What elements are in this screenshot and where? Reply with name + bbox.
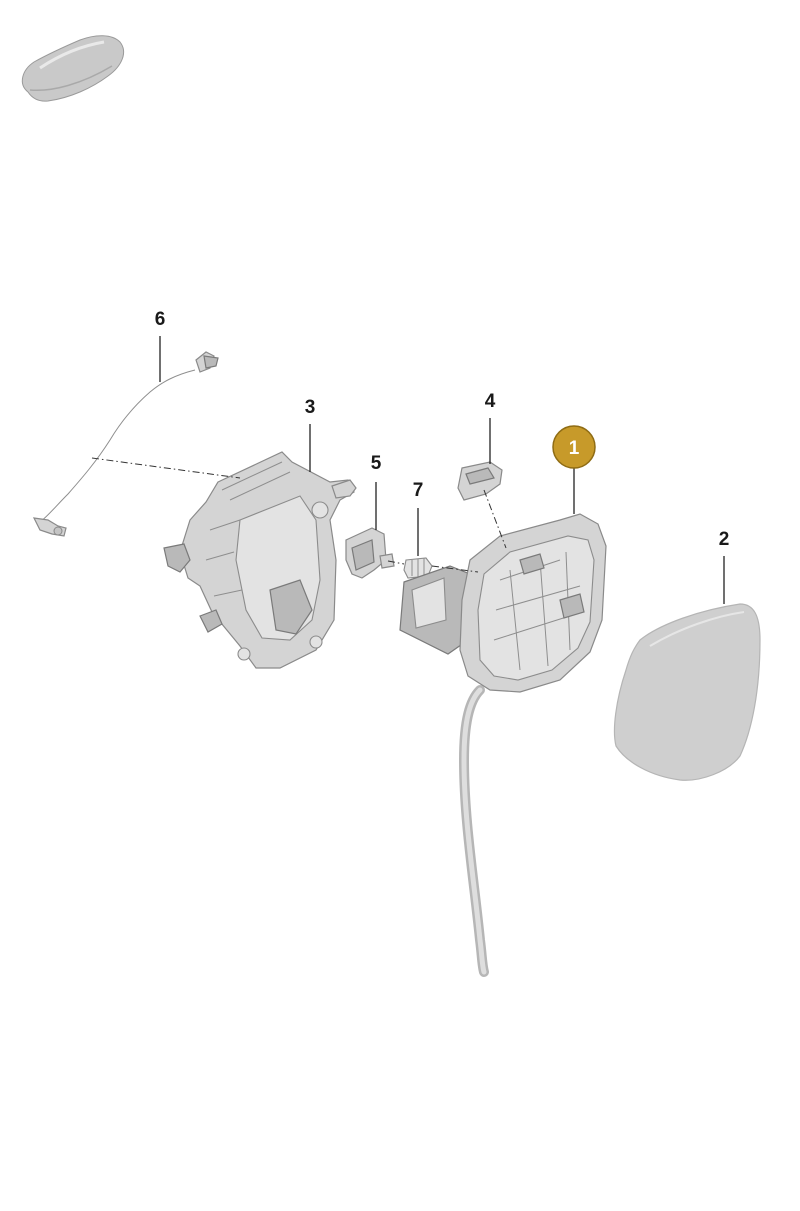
callout-4[interactable]: 4 [485,391,496,412]
callout-6[interactable]: 6 [155,309,166,330]
callout-4-label: 4 [485,391,496,412]
assembly-lines [91,457,507,573]
leader-lines [159,336,725,604]
callout-1-label: 1 [569,438,580,459]
callout-1[interactable]: 1 [552,425,596,469]
part-6-release-cable[interactable] [32,351,219,537]
callout-1-badge [552,425,596,469]
callout-2-label: 2 [719,529,730,550]
callout-2[interactable]: 2 [719,529,730,550]
car-silhouette-icon[interactable] [21,35,124,102]
part-1-charge-port-housing[interactable] [399,513,607,977]
part-4-clip[interactable] [457,461,503,501]
callout-5-label: 5 [371,453,382,474]
part-3-mounting-bracket[interactable] [163,451,357,669]
part-5-actuator[interactable] [345,527,395,579]
callout-5[interactable]: 5 [371,453,382,474]
callout-7-label: 7 [413,480,424,501]
callout-3-label: 3 [305,397,316,418]
callout-7[interactable]: 7 [413,480,424,501]
callout-6-label: 6 [155,309,166,330]
part-2-charge-port-flap[interactable] [613,603,761,781]
callout-3[interactable]: 3 [305,397,316,418]
